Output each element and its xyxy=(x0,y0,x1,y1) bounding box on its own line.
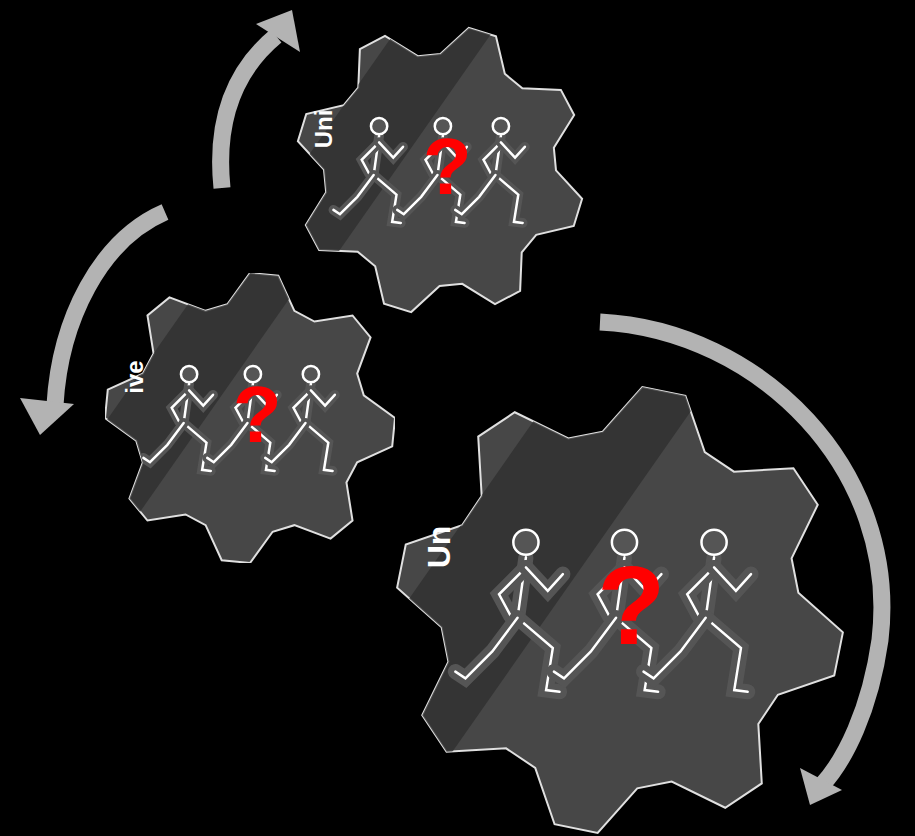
arrow-head xyxy=(256,10,300,52)
gear-shadow xyxy=(396,386,831,798)
runner-outline xyxy=(143,423,183,462)
gear-shadow xyxy=(105,273,387,540)
runner-limb xyxy=(687,567,714,616)
runner-figure xyxy=(143,366,213,471)
question-mark: ? xyxy=(423,127,472,207)
runner-outline xyxy=(455,618,517,678)
runner-limb xyxy=(189,390,213,405)
runner-outline xyxy=(687,567,714,616)
runner-figure xyxy=(455,530,563,692)
runner-outline xyxy=(374,175,401,223)
runner-limb xyxy=(184,423,211,471)
runner-outline xyxy=(706,618,748,692)
runner-outline xyxy=(714,567,751,591)
runner-outline xyxy=(484,142,501,174)
runner-head xyxy=(513,530,538,555)
gear-fragment-text: Uni xyxy=(312,110,336,149)
gear-node: Uni? xyxy=(295,25,585,315)
runner-limb xyxy=(526,567,563,591)
runner-outline xyxy=(189,390,213,405)
runner-outline xyxy=(333,175,373,214)
cycle-arrow xyxy=(221,36,276,188)
runner-outline xyxy=(184,423,211,471)
runner-outline xyxy=(518,618,560,692)
runner-outline xyxy=(294,390,311,422)
runner-outline xyxy=(499,567,526,616)
runner-outline xyxy=(379,142,403,157)
runner-head xyxy=(701,530,726,555)
arrow-head xyxy=(800,768,842,805)
runner-limb xyxy=(379,142,403,157)
runner-limb xyxy=(518,618,560,692)
runner-limb xyxy=(305,423,332,471)
runner-limb xyxy=(333,175,373,214)
gear-shadow xyxy=(295,25,577,292)
runner-outline xyxy=(495,175,522,223)
runner-limb xyxy=(499,567,526,616)
question-mark: ? xyxy=(233,375,282,455)
runner-limb xyxy=(714,567,751,591)
runner-outline xyxy=(362,142,379,174)
runner-limb xyxy=(143,423,183,462)
arrow-head xyxy=(20,398,74,435)
runner-figure xyxy=(333,118,403,223)
gear-node: ive? xyxy=(105,273,395,563)
gear-fragment-text: Un xyxy=(423,526,455,569)
question-mark: ? xyxy=(597,550,665,662)
runner-limb xyxy=(706,618,748,692)
runner-head xyxy=(303,366,319,382)
runner-limb xyxy=(374,175,401,223)
gear-node: Un? xyxy=(396,386,844,834)
runner-outline xyxy=(311,390,335,405)
runner-limb xyxy=(172,390,189,422)
runner-limb xyxy=(484,142,501,174)
runner-outline xyxy=(305,423,332,471)
runner-limb xyxy=(455,618,517,678)
runner-limb xyxy=(362,142,379,174)
runner-outline xyxy=(501,142,525,157)
runner-head xyxy=(371,118,387,134)
runner-head xyxy=(181,366,197,382)
runner-outline xyxy=(172,390,189,422)
runner-limb xyxy=(495,175,522,223)
runner-outline xyxy=(526,567,563,591)
runner-limb xyxy=(294,390,311,422)
runner-head xyxy=(493,118,509,134)
gear-fragment-text: ive xyxy=(122,361,146,394)
runner-limb xyxy=(501,142,525,157)
runner-limb xyxy=(311,390,335,405)
